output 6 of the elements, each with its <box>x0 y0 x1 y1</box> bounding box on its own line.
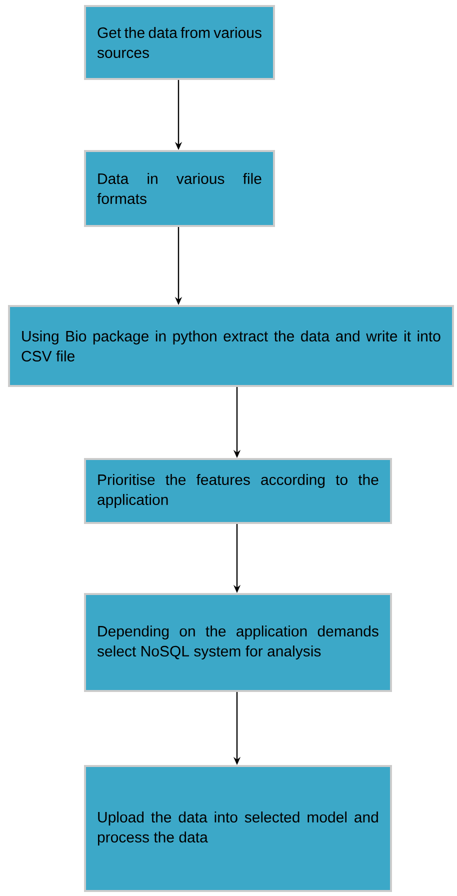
process-box: Prioritise the features according to the application <box>84 458 392 524</box>
process-box: Depending on the application demands select NoSQL system for analysis <box>84 593 392 692</box>
process-box: Upload the data into selected model and process the data <box>84 765 392 892</box>
process-box: Data in various file formats <box>84 150 275 227</box>
process-box: Using Bio package in python extract the data and write it into CSV file <box>8 305 454 387</box>
process-box: Get the data from various sources <box>84 5 275 80</box>
